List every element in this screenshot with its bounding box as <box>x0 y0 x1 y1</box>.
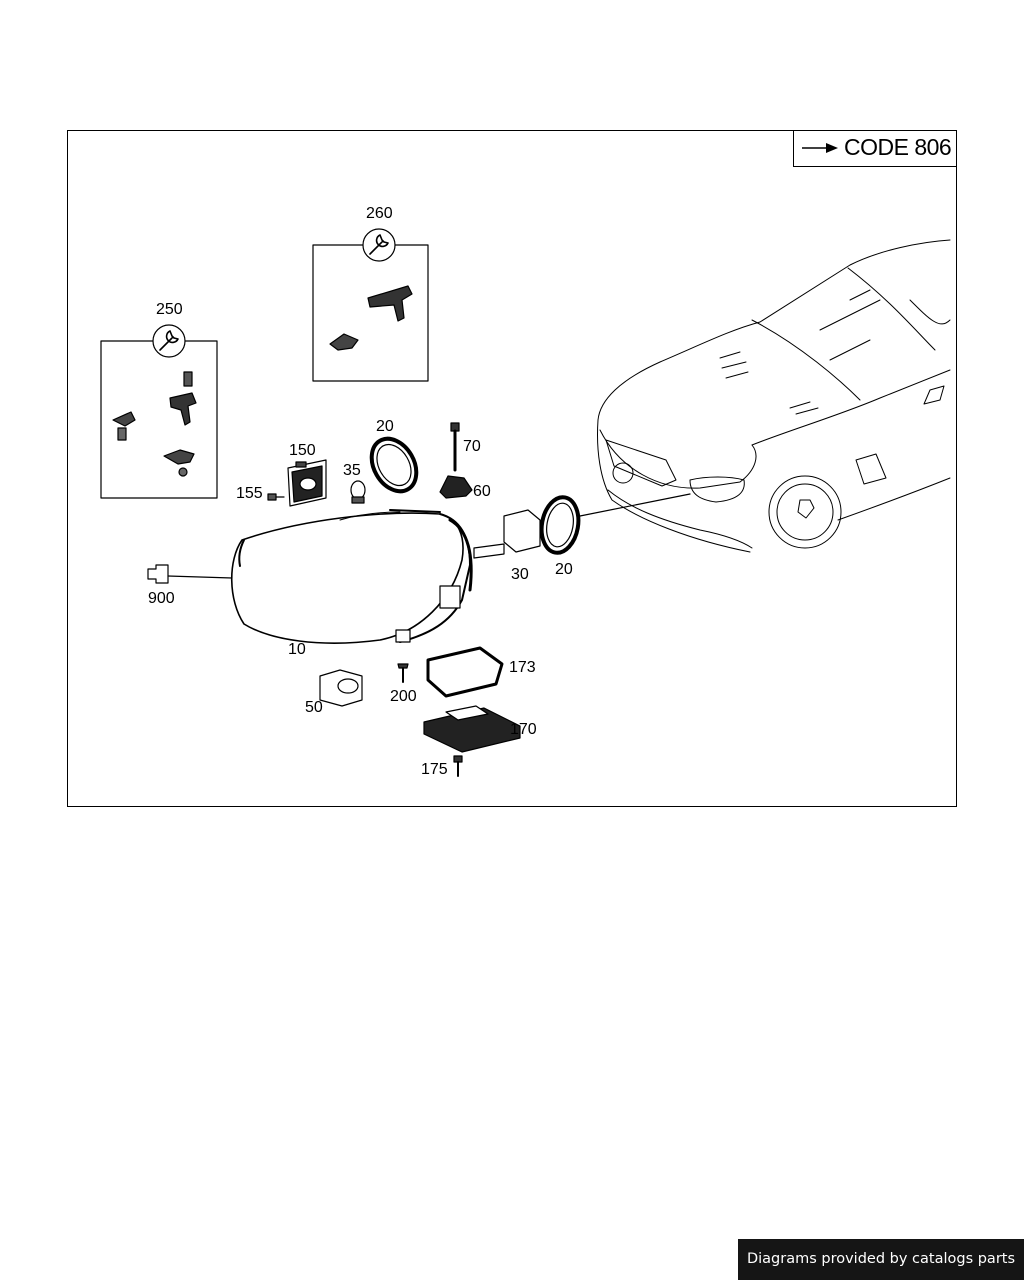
repair-kit-250-box <box>100 324 218 499</box>
callout-35: 35 <box>343 462 361 479</box>
footer-credit: Diagrams provided by catalogs parts <box>738 1239 1024 1280</box>
holder-50 <box>319 669 363 707</box>
wrench-icon <box>369 234 389 255</box>
seal-ring-20-lower <box>539 493 691 555</box>
bulb-35 <box>350 480 366 504</box>
callout-70: 70 <box>463 438 481 455</box>
headlamp-10 <box>230 509 473 644</box>
code-label: CODE 806 <box>844 134 952 160</box>
code-badge: CODE 806 <box>793 130 957 167</box>
callout-175: 175 <box>421 761 448 778</box>
callout-155: 155 <box>236 485 263 502</box>
callout-150: 150 <box>289 442 316 459</box>
screw-200 <box>397 663 409 683</box>
callout-30: 30 <box>511 566 529 583</box>
callout-10: 10 <box>288 641 306 658</box>
callout-200: 200 <box>390 688 417 705</box>
kit-250-parts <box>112 371 197 477</box>
bolt-70 <box>450 422 460 472</box>
callout-173: 173 <box>509 659 536 676</box>
arrow-right-icon <box>802 143 838 153</box>
screw-155 <box>267 493 285 501</box>
callout-20-lower: 20 <box>555 561 573 578</box>
control-module-170 <box>423 705 521 753</box>
seal-ring-20-upper <box>369 436 419 494</box>
igniter-30 <box>473 509 541 559</box>
callout-60: 60 <box>473 483 491 500</box>
callout-20-upper: 20 <box>376 418 394 435</box>
wrench-icon <box>159 330 179 351</box>
gasket-173 <box>426 646 504 698</box>
callout-50: 50 <box>305 699 323 716</box>
screw-175 <box>453 755 463 777</box>
connector-900 <box>147 564 233 584</box>
callout-900: 900 <box>148 590 175 607</box>
vehicle-outline <box>597 239 951 553</box>
callout-260: 260 <box>366 205 393 222</box>
callout-170: 170 <box>510 721 537 738</box>
diagram-frame <box>67 130 957 807</box>
kit-260-parts <box>329 285 413 351</box>
callout-250: 250 <box>156 301 183 318</box>
repair-kit-260-box <box>312 228 429 382</box>
bracket-60 <box>439 475 473 499</box>
parts-illustration <box>100 228 951 777</box>
control-unit-150 <box>287 459 327 507</box>
